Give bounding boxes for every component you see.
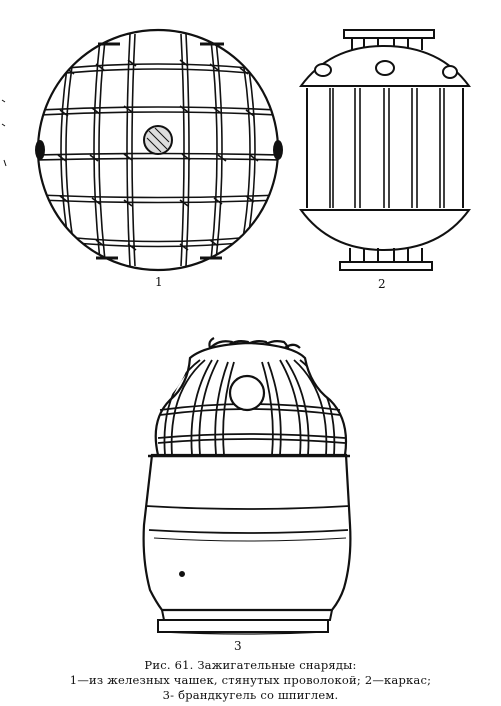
projectile-3-brandkugel — [142, 337, 352, 635]
figure-label-1: 1 — [155, 275, 163, 289]
caption-line-2: 3- брандкугель со шпиглем. — [162, 688, 339, 702]
projectile-1-iron-cups-ball — [35, 28, 283, 272]
base-ring — [157, 619, 329, 633]
bottom-dome — [299, 209, 471, 252]
caption-line-1: 1—из железных чашек, стянутых проволокой… — [69, 673, 432, 687]
projectile-2-frame — [299, 29, 471, 271]
caption-title: Рис. 61. Зажигательные снаряды: — [144, 658, 357, 672]
top-fuse-ball — [228, 374, 266, 412]
figure-label-2: 2 — [378, 277, 386, 291]
figure-label-3: 3 — [234, 639, 242, 653]
bottom-plate — [339, 261, 433, 271]
top-plate — [343, 29, 435, 39]
